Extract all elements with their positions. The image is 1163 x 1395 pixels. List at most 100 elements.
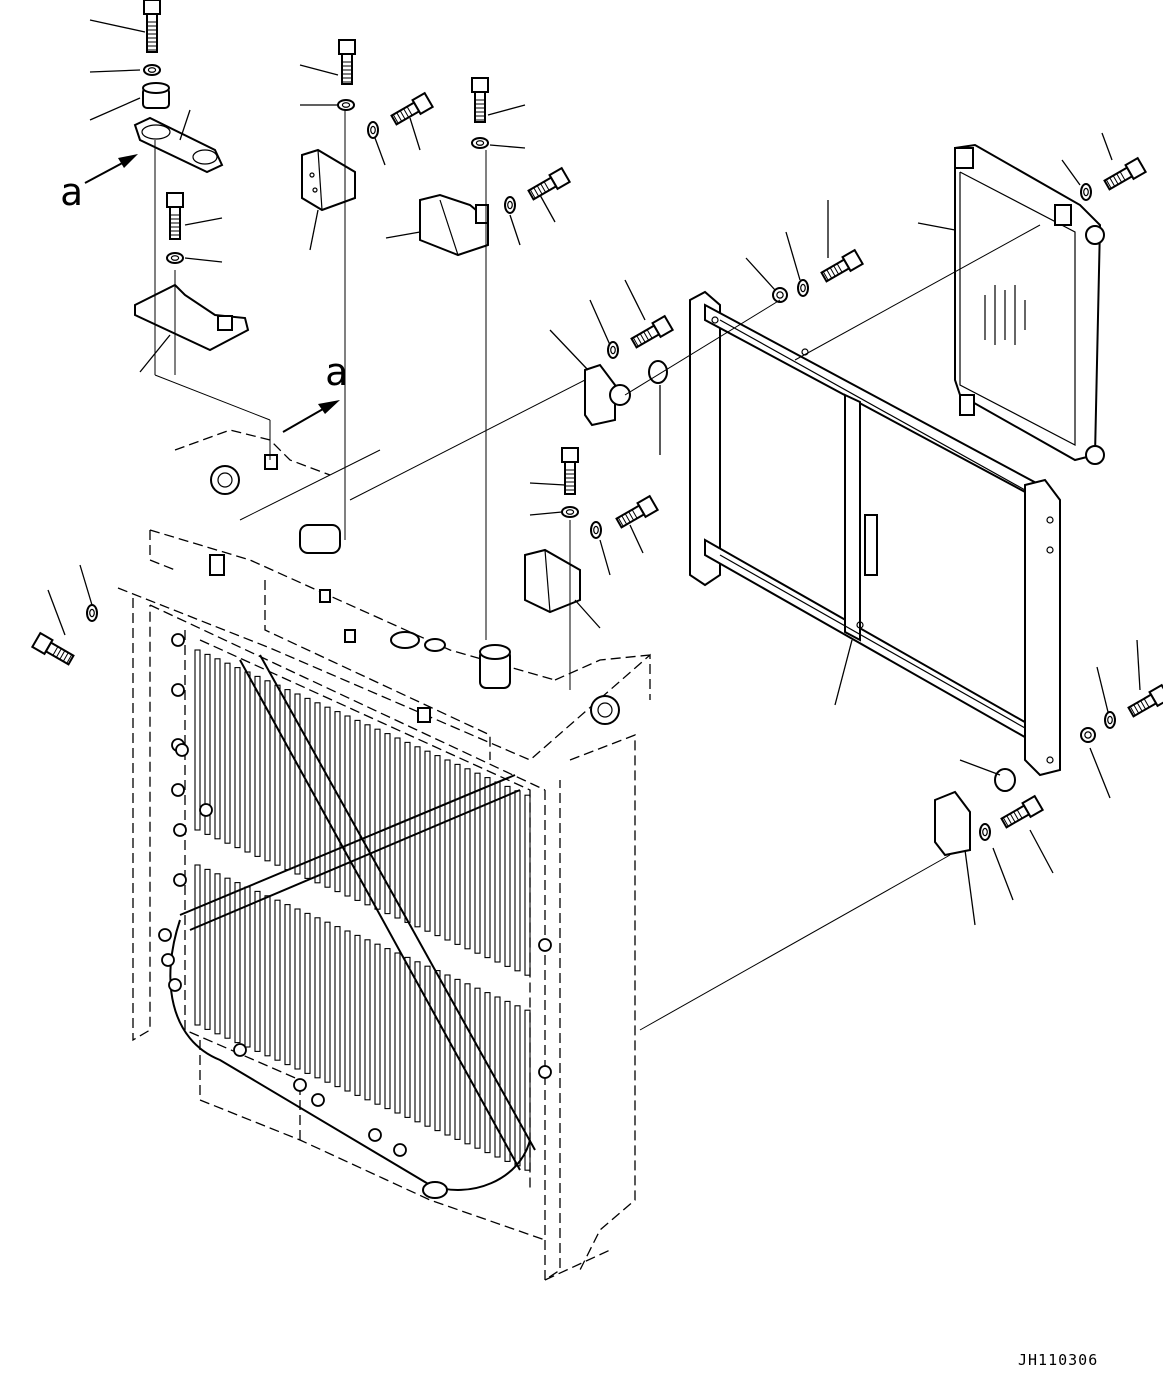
bolt bbox=[30, 631, 75, 666]
bolt-thread bbox=[624, 513, 631, 523]
fin-slot bbox=[254, 890, 261, 1052]
bolt-thread bbox=[632, 337, 639, 347]
fin-slot bbox=[374, 728, 381, 910]
washer-hole bbox=[507, 200, 513, 210]
fin-slot bbox=[304, 697, 311, 879]
bolt bbox=[1103, 156, 1148, 191]
bolt-hex-head bbox=[471, 77, 489, 93]
bolt bbox=[630, 314, 675, 349]
bolt-shank bbox=[1127, 693, 1158, 718]
leader-line bbox=[574, 599, 601, 629]
bolt bbox=[615, 494, 660, 529]
fin-slot bbox=[244, 886, 251, 1048]
bolt-thread bbox=[833, 265, 840, 275]
washer bbox=[1080, 727, 1096, 743]
bolt-thread bbox=[628, 511, 635, 521]
fin-slot bbox=[474, 772, 481, 954]
fin-slot bbox=[414, 746, 421, 928]
bolt-thread bbox=[399, 110, 406, 120]
bolt-head bbox=[161, 953, 175, 967]
view-arrow-a-target: a bbox=[282, 350, 348, 433]
radiator-fins bbox=[194, 649, 531, 1171]
bolt-hex-head bbox=[561, 447, 579, 463]
bolt-thread bbox=[529, 189, 536, 199]
washer bbox=[607, 341, 619, 359]
bolt-thread bbox=[536, 185, 543, 195]
washer bbox=[772, 287, 788, 303]
washer-hole bbox=[147, 67, 157, 73]
side-frame bbox=[689, 290, 1061, 777]
fin-slot bbox=[214, 873, 221, 1035]
bolt-thread bbox=[621, 515, 628, 525]
washer bbox=[561, 506, 579, 518]
leader-line bbox=[385, 231, 421, 239]
bolt-head bbox=[293, 1078, 307, 1092]
bolt-head bbox=[311, 1093, 325, 1107]
bolt-shank bbox=[390, 101, 421, 126]
bolt-thread bbox=[636, 335, 643, 345]
fin-slot bbox=[284, 689, 291, 871]
assembly-line bbox=[794, 224, 1041, 361]
bolt-thread bbox=[1105, 179, 1112, 189]
fin-slot bbox=[464, 983, 471, 1145]
bolt-thread bbox=[1119, 171, 1126, 181]
bolt-shank bbox=[474, 91, 486, 123]
bolt-thread bbox=[59, 650, 66, 660]
bolt-shank bbox=[527, 176, 558, 201]
bolt-thread bbox=[829, 267, 836, 277]
fin-slot bbox=[354, 934, 361, 1096]
fin-slot bbox=[444, 974, 451, 1136]
washer bbox=[1080, 183, 1092, 201]
leader-line bbox=[834, 639, 853, 706]
leader-line bbox=[509, 214, 521, 246]
leader-line bbox=[917, 222, 956, 231]
leader-line bbox=[1089, 747, 1111, 799]
leader-line bbox=[964, 849, 976, 926]
bolt-head bbox=[393, 1143, 407, 1157]
bolt-thread bbox=[1129, 706, 1136, 716]
fin-slot bbox=[514, 790, 521, 972]
assembly-line bbox=[154, 374, 271, 421]
leader-line bbox=[299, 64, 339, 76]
leader-line bbox=[489, 144, 526, 149]
fin-slot bbox=[294, 693, 301, 875]
bolt-head bbox=[171, 683, 185, 697]
bolt-thread bbox=[540, 183, 547, 193]
leader-line bbox=[487, 104, 526, 116]
fin-slot bbox=[384, 948, 391, 1110]
bolt-thread bbox=[406, 106, 413, 116]
fin-slot bbox=[224, 877, 231, 1039]
bolt-shank bbox=[341, 53, 353, 85]
bolt-shank bbox=[820, 258, 851, 283]
fin-slot bbox=[214, 658, 221, 840]
leader-line bbox=[374, 137, 386, 166]
bolt bbox=[338, 39, 356, 85]
bolt-head bbox=[199, 803, 213, 817]
fin-slot bbox=[414, 961, 421, 1123]
fin-slot bbox=[194, 649, 201, 831]
fin-slot bbox=[234, 882, 241, 1044]
bolt-hex-head bbox=[143, 0, 161, 15]
fin-slot bbox=[524, 1009, 531, 1171]
bolt-thread bbox=[822, 271, 829, 281]
fin-slot bbox=[334, 711, 341, 893]
washer bbox=[86, 604, 98, 622]
fin-slot bbox=[344, 715, 351, 897]
bolt-thread bbox=[1136, 702, 1143, 712]
fin-slot bbox=[314, 917, 321, 1079]
fin-slot bbox=[404, 956, 411, 1118]
leader-line bbox=[179, 109, 191, 141]
bolt-thread bbox=[1006, 815, 1013, 825]
leader-line bbox=[959, 759, 1001, 776]
view-target-label: a bbox=[325, 350, 348, 394]
fin-slot bbox=[404, 741, 411, 923]
leader-line bbox=[549, 329, 589, 371]
fin-slot bbox=[314, 702, 321, 884]
fin-slot bbox=[434, 970, 441, 1132]
fin-slot bbox=[484, 992, 491, 1154]
bolt-thread bbox=[1109, 177, 1116, 187]
bolt-thread bbox=[62, 652, 69, 662]
bolt-head bbox=[168, 978, 182, 992]
leader-line bbox=[745, 257, 776, 291]
leader-line bbox=[629, 524, 644, 554]
